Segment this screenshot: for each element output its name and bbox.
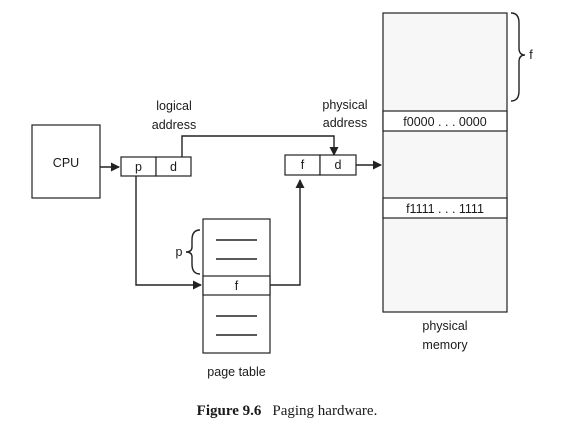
frame-end-row: [382, 197, 508, 219]
logical-address-label-line2: address: [152, 118, 196, 132]
page-table-label: page table: [207, 365, 265, 379]
physical-address-label-line2: address: [323, 116, 367, 130]
logical-address-d-field: [155, 156, 192, 177]
physical-memory-label-line1: physical: [422, 319, 467, 333]
figure-title: Paging hardware.: [272, 403, 377, 419]
figure-number: Figure 9.6: [197, 403, 262, 419]
memory-frame-f-label: f: [529, 48, 533, 62]
logical-p-label: p: [135, 160, 142, 174]
page-table-p-label: p: [176, 245, 183, 259]
physical-f-label: f: [301, 158, 305, 172]
page-table-p-brace: [185, 229, 201, 275]
physical-address-label-line1: physical: [322, 98, 367, 112]
physical-memory-label-line2: memory: [422, 338, 468, 352]
cpu-label: CPU: [53, 156, 79, 170]
frame-start-label: f0000 . . . 0000: [403, 115, 486, 129]
offset-d-arrow: [181, 135, 339, 157]
frame-start-row: [382, 110, 508, 132]
physical-memory: [382, 12, 508, 313]
logical-address-label-line1: logical: [156, 99, 191, 113]
cpu-box: [31, 124, 101, 199]
page-number-arrow: [135, 176, 202, 290]
memory-frame-brace: [510, 12, 526, 102]
logical-d-label: d: [170, 160, 177, 174]
figure-caption: Figure 9.6 Paging hardware.: [197, 403, 378, 419]
page-table-entry-f-label: f: [235, 279, 239, 293]
physical-d-label: d: [335, 158, 342, 172]
frame-end-label: f1111 . . . 1111: [406, 202, 484, 216]
frame-number-arrow: [270, 179, 305, 286]
